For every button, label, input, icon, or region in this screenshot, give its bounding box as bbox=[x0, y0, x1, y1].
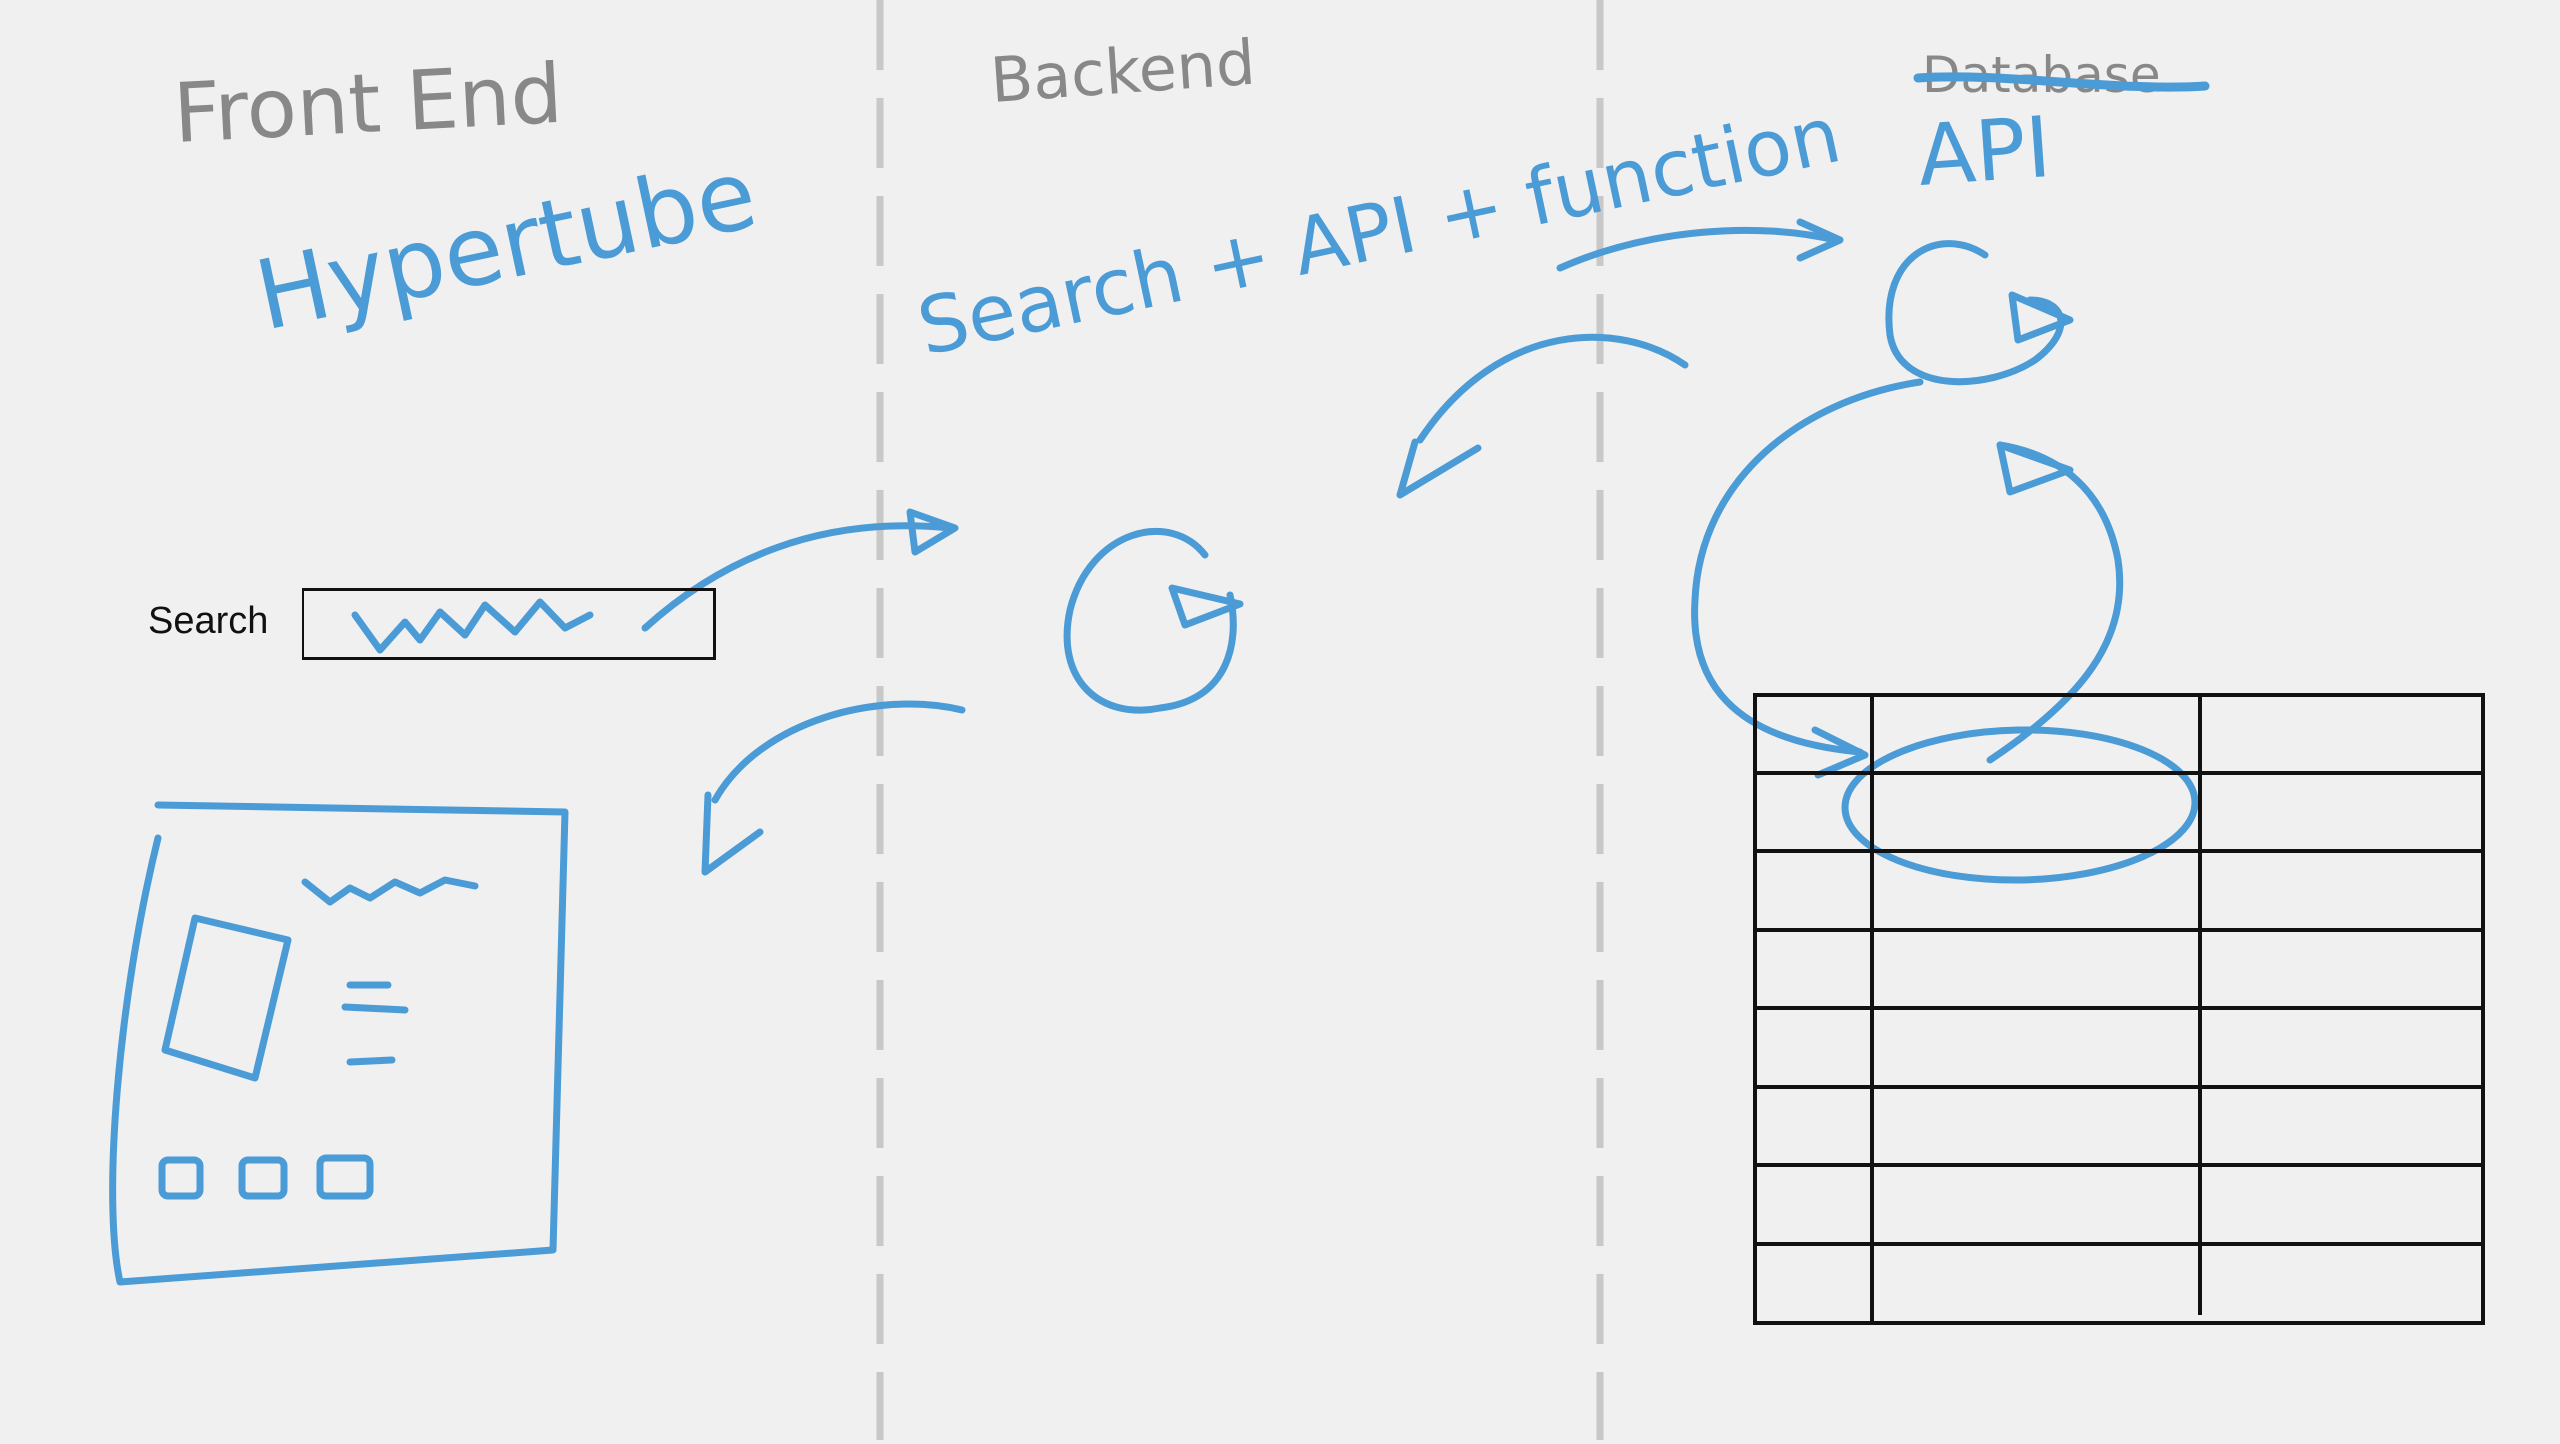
search-query-squiggle bbox=[351, 598, 594, 654]
hypertube-note: Hypertube bbox=[246, 138, 765, 353]
front-end-heading: Front End bbox=[171, 47, 565, 162]
api-loop bbox=[1885, 240, 2065, 386]
result-text-line-3 bbox=[346, 1056, 396, 1066]
api-heading: API bbox=[1915, 98, 2054, 205]
result-text-line-2 bbox=[341, 1003, 409, 1014]
arrow-backend-to-api bbox=[1556, 226, 1839, 272]
arrow-backend-to-api-head bbox=[1796, 218, 1844, 262]
arrow-search-to-backend-head bbox=[906, 508, 959, 556]
arrow-backend-to-results bbox=[711, 700, 966, 804]
arrow-search-to-backend bbox=[641, 522, 954, 632]
api-loop-arrowhead bbox=[2008, 291, 2074, 344]
arrow-api-to-backend-head bbox=[1396, 438, 1482, 499]
result-button-1 bbox=[158, 1156, 204, 1200]
selected-row-highlight bbox=[1841, 726, 2199, 884]
column-dividers bbox=[876, 0, 1604, 1440]
database-strikethrough bbox=[1913, 72, 2210, 92]
arrow-api-to-backend bbox=[1416, 333, 1689, 444]
result-button-3 bbox=[316, 1154, 374, 1200]
api-table-loop-right-head bbox=[1996, 441, 2074, 496]
arrow-backend-to-results-head bbox=[701, 791, 764, 876]
result-page-card bbox=[109, 801, 569, 1286]
search-input[interactable] bbox=[302, 588, 716, 660]
result-button-2 bbox=[238, 1156, 288, 1200]
search-label: Search bbox=[148, 600, 269, 642]
backend-loop-arrowhead bbox=[1168, 584, 1244, 629]
column-headers: Front End Backend Database bbox=[171, 26, 2161, 162]
result-title-squiggle bbox=[301, 876, 479, 906]
database-table bbox=[1753, 693, 2485, 1325]
result-thumbnail bbox=[161, 914, 292, 1082]
backend-loop bbox=[1063, 527, 1237, 714]
backend-heading: Backend bbox=[988, 26, 1258, 117]
api-table-loop-left-head bbox=[1811, 726, 1869, 779]
